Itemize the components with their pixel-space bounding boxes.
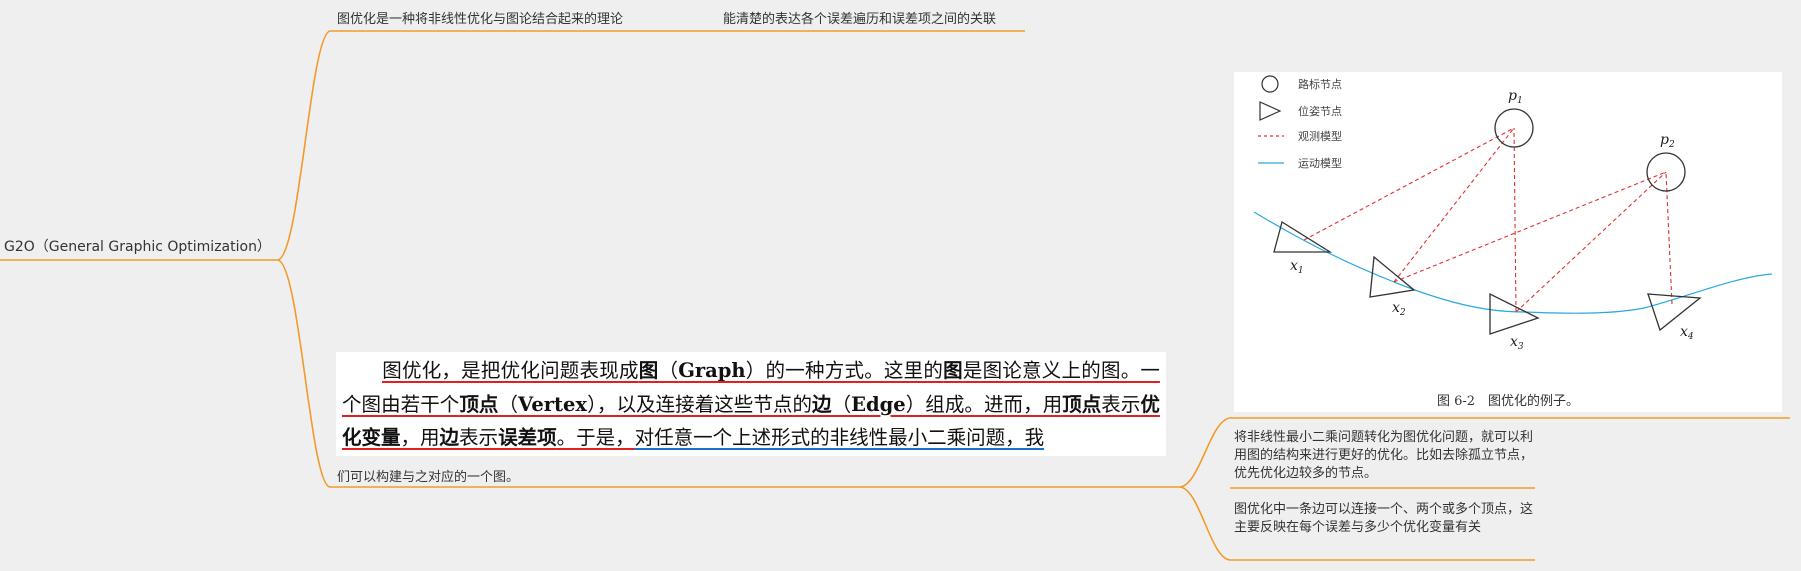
obs-x2-p2 (1393, 171, 1667, 283)
topic-definition[interactable]: 图优化是一种将非线性优化与图论结合起来的理论 (337, 12, 624, 27)
topic-nonlinear-to-graph[interactable]: 将非线性最小二乘问题转化为图优化问题，就可以利用图的结构来进行更好的优化。比如去… (1234, 430, 1534, 481)
legend-pose-label: 位姿节点 (1298, 104, 1342, 118)
pose-x4 (1647, 293, 1702, 332)
legend-landmark-label: 路标节点 (1298, 77, 1342, 91)
legend-landmark-icon (1261, 75, 1279, 93)
label-x2: x2 (1392, 300, 1406, 318)
root-topic[interactable]: G2O（General Graphic Optimization） (4, 239, 271, 255)
label-x3: x3 (1510, 334, 1524, 352)
label-x1: x1 (1290, 258, 1304, 276)
obs-x1-p1 (1303, 127, 1515, 241)
obs-x3-p2 (1515, 171, 1667, 313)
branch-to-edge (1179, 486, 1535, 561)
obs-x2-p1 (1393, 127, 1515, 283)
legend-motion-label: 运动模型 (1298, 156, 1342, 170)
legend-pose-icon (1259, 101, 1282, 121)
obs-x4-p2 (1665, 171, 1673, 305)
figure-caption: 图 6-2 图优化的例子。 (1436, 394, 1580, 409)
topic-edge-connects-vertices[interactable]: 图优化中一条边可以连接一个、两个或多个顶点，这主要反映在每个误差与多少个优化变量… (1234, 502, 1534, 535)
branch-to-definition (277, 30, 1025, 261)
book-excerpt-image: 图优化，是把优化问题表现成图（Graph）的一种方式。这里的图是图论意义上的图。… (336, 352, 1166, 456)
excerpt-tail-text[interactable]: 们可以构建与之对应的一个图。 (337, 470, 520, 485)
branch-to-excerpt (277, 259, 1180, 488)
label-p1: p1 (1508, 88, 1523, 106)
label-p2: p2 (1660, 132, 1675, 150)
pose-x1 (1273, 220, 1333, 253)
landmark-p1 (1494, 108, 1534, 148)
pose-x2 (1369, 255, 1416, 298)
obs-x3-p1 (1513, 127, 1517, 313)
landmark-p2 (1646, 152, 1686, 192)
label-x4: x4 (1680, 324, 1694, 342)
pose-x3 (1489, 292, 1540, 335)
excerpt-paragraph: 图优化，是把优化问题表现成图（Graph）的一种方式。这里的图是图论意义上的图。… (342, 359, 1160, 449)
legend-observation-label: 观测模型 (1298, 129, 1342, 143)
topic-relation[interactable]: 能清楚的表达各个误差遍历和误差项之间的关联 (723, 12, 997, 27)
figure-drawing: 路标节点 位姿节点 观测模型 运动模型 p1 p2 x1 x2 x3 (1253, 75, 1773, 352)
figure-graph-optimization-example: 路标节点 位姿节点 观测模型 运动模型 p1 p2 x1 x2 x3 (1234, 72, 1782, 412)
branch-to-nonlinear (1179, 417, 1790, 488)
